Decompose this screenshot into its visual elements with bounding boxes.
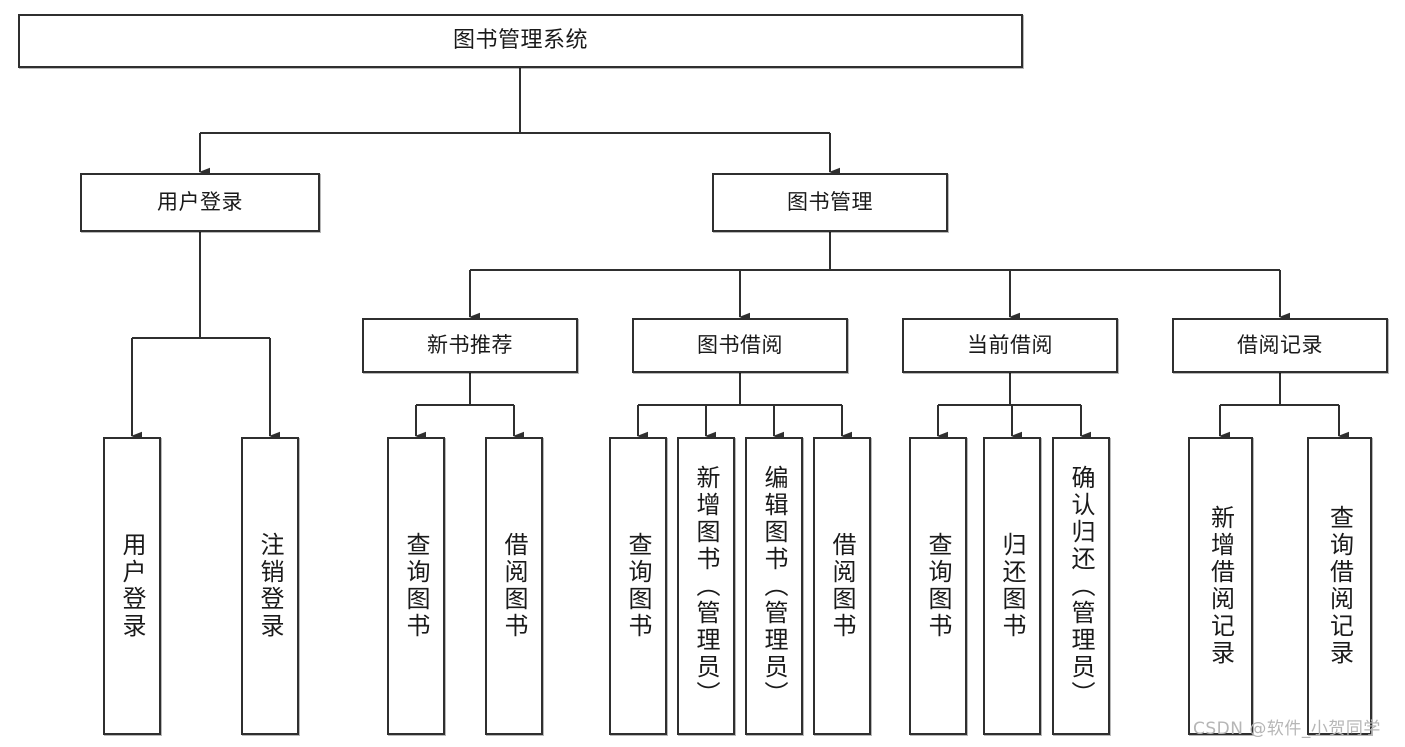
node-leaf-query-book-2[interactable]: 查询图书 xyxy=(609,437,667,735)
node-leaf-query-record[interactable]: 查询借阅记录 xyxy=(1307,437,1372,735)
node-new-book-recommend-label: 新书推荐 xyxy=(427,333,513,358)
edge-paths xyxy=(131,68,1349,441)
node-leaf-confirm-return[interactable]: 确认归还（管理员） xyxy=(1052,437,1110,735)
watermark: CSDN @软件_小贺同学 xyxy=(1193,719,1381,739)
node-leaf-add-record-label: 新增借阅记录 xyxy=(1206,505,1235,667)
node-current-borrow-label: 当前借阅 xyxy=(967,333,1053,358)
node-leaf-borrow-book-1-label: 借阅图书 xyxy=(500,532,528,640)
node-leaf-add-record[interactable]: 新增借阅记录 xyxy=(1188,437,1253,735)
node-borrow-record-label: 借阅记录 xyxy=(1237,333,1323,358)
node-leaf-query-book-3-label: 查询图书 xyxy=(924,532,952,640)
node-current-borrow[interactable]: 当前借阅 xyxy=(902,318,1118,373)
node-borrow-record[interactable]: 借阅记录 xyxy=(1172,318,1388,373)
node-root-system-label: 图书管理系统 xyxy=(452,28,588,54)
node-leaf-query-book-1-label: 查询图书 xyxy=(402,532,430,640)
node-user-login[interactable]: 用户登录 xyxy=(80,173,320,232)
node-leaf-query-record-label: 查询借阅记录 xyxy=(1325,505,1354,667)
node-leaf-query-book-3[interactable]: 查询图书 xyxy=(909,437,967,735)
node-leaf-logout-label: 注销登录 xyxy=(256,532,284,640)
node-leaf-user-login[interactable]: 用户登录 xyxy=(103,437,161,735)
node-leaf-borrow-book-2[interactable]: 借阅图书 xyxy=(813,437,871,735)
node-leaf-borrow-book-2-label: 借阅图书 xyxy=(828,532,856,640)
node-leaf-confirm-return-label: 确认归还（管理员） xyxy=(1067,464,1095,708)
node-leaf-return-book[interactable]: 归还图书 xyxy=(983,437,1041,735)
node-leaf-user-login-label: 用户登录 xyxy=(118,532,146,640)
node-leaf-add-book[interactable]: 新增图书（管理员） xyxy=(677,437,735,735)
node-leaf-borrow-book-1[interactable]: 借阅图书 xyxy=(485,437,543,735)
node-root-system[interactable]: 图书管理系统 xyxy=(18,14,1023,68)
node-leaf-query-book-1[interactable]: 查询图书 xyxy=(387,437,445,735)
node-leaf-logout[interactable]: 注销登录 xyxy=(241,437,299,735)
node-book-borrow-label: 图书借阅 xyxy=(697,333,783,358)
node-leaf-return-book-label: 归还图书 xyxy=(998,532,1026,640)
node-user-login-label: 用户登录 xyxy=(157,190,243,215)
node-book-management[interactable]: 图书管理 xyxy=(712,173,948,232)
node-new-book-recommend[interactable]: 新书推荐 xyxy=(362,318,578,373)
node-leaf-query-book-2-label: 查询图书 xyxy=(624,532,652,640)
node-book-management-label: 图书管理 xyxy=(787,190,873,215)
node-leaf-add-book-label: 新增图书（管理员） xyxy=(692,464,720,708)
node-leaf-edit-book-label: 编辑图书（管理员） xyxy=(760,464,788,708)
node-leaf-edit-book[interactable]: 编辑图书（管理员） xyxy=(745,437,803,735)
node-book-borrow[interactable]: 图书借阅 xyxy=(632,318,848,373)
